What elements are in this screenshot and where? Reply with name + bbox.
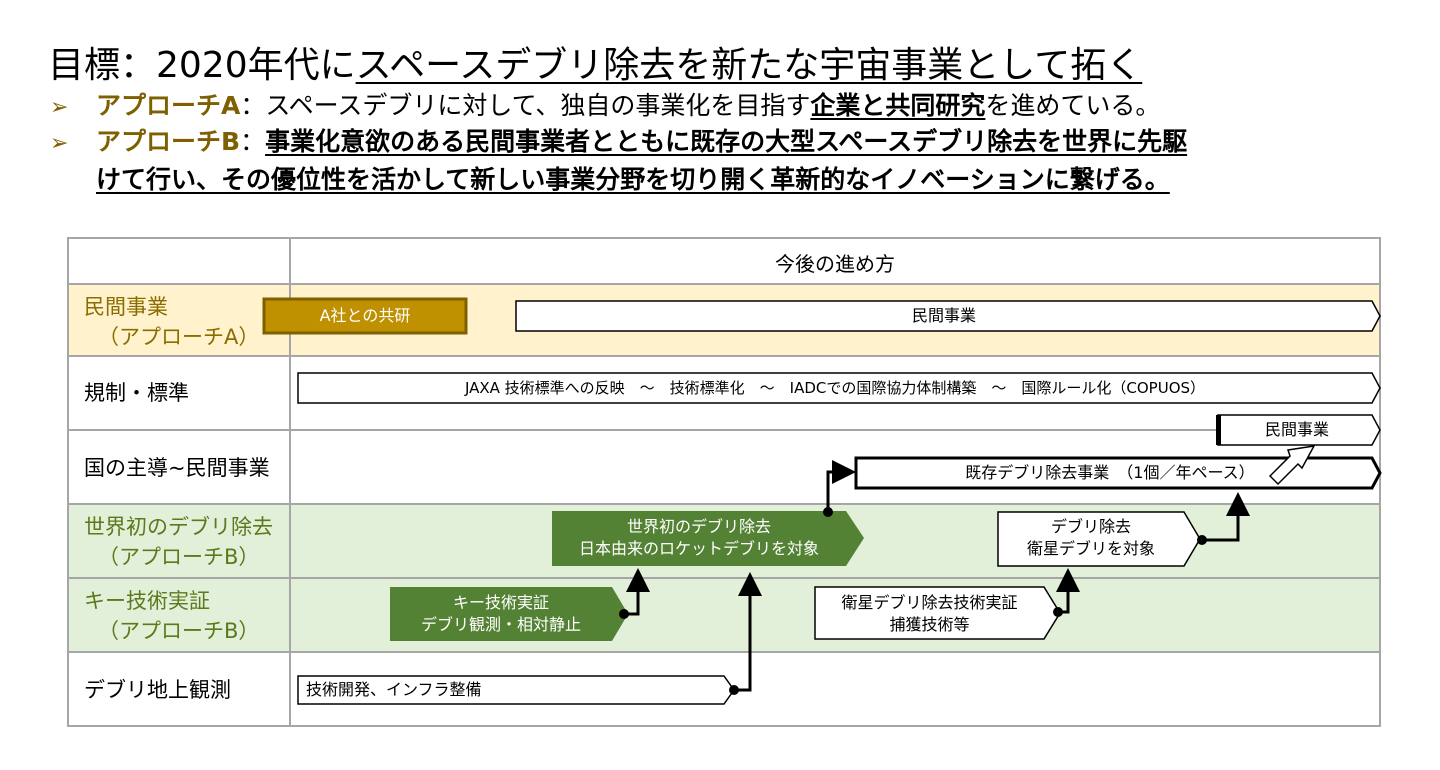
connector-dot — [1053, 607, 1063, 617]
text-world-first: 世界初のデブリ除去 日本由来のロケットデブリを対象 — [578, 517, 819, 558]
row-label-ground-obs: デブリ地上観測 — [84, 678, 231, 702]
approach-b-tag: アプローチB — [96, 127, 241, 156]
hollow-arrow-icon — [1268, 445, 1316, 486]
row-label-private: 民間事業 （アプローチA） — [84, 295, 260, 349]
connector-ground-to-world — [734, 572, 762, 692]
text-existing-removal: 既存デブリ除去事業 （1個／年ペース） — [965, 463, 1255, 482]
connector-removal-to-existing — [1202, 492, 1250, 542]
connector-world-to-existing — [826, 460, 856, 512]
text-ground-obs: 技術開発、インフラ整備 — [306, 680, 482, 699]
connector-sat-to-removal — [1056, 568, 1080, 614]
text-private-business-2: 民間事業 — [1264, 420, 1329, 439]
bullet-approach-b: ➢ アプローチB：事業化意欲のある民間事業者とともに既存の大型スペースデブリ除去を… — [50, 122, 1187, 158]
arrow-regulation — [297, 372, 1381, 404]
approach-b-line1: 事業化意欲のある民間事業者とともに既存の大型スペースデブリ除去を世界に先駆 — [265, 127, 1188, 156]
approach-b-line2: けて行い、その優位性を活かして新しい事業分野を切り開く革新的なイノベーションに繋… — [96, 165, 1170, 194]
text-private-business: 民間事業 — [911, 306, 976, 325]
text-regulation: JAXA 技術標準への反映 ～ 技術標準化 ～ IADCでの国際協力体制構築 ～… — [464, 379, 1206, 397]
page-title: 目標：2020年代にスペースデブリ除去を新たな宇宙事業として拓く — [48, 36, 1142, 88]
arrow-ground-obs — [297, 675, 735, 705]
box-world-first — [552, 511, 864, 566]
approach-a-text1: ：スペースデブリに対して、独自の事業化を目指す — [240, 91, 811, 120]
text-sat-tech: 衛星デブリ除去技術実証 捕獲技術等 — [841, 593, 1018, 634]
connector-dot — [1197, 535, 1207, 545]
title-underlined: スペースデブリ除去を新たな宇宙事業として拓く — [355, 45, 1143, 86]
arrow-bullet-icon: ➢ — [50, 131, 69, 156]
box-a-joint — [262, 297, 468, 335]
connector-dot — [823, 507, 833, 517]
marker-bar — [1216, 415, 1221, 445]
connector-dot — [729, 685, 739, 695]
connector-keytech-to-world — [624, 568, 650, 616]
text-a-joint: A社との共研 — [319, 306, 411, 325]
approach-a-tag: アプローチA — [96, 91, 241, 120]
arrow-bullet-icon: ➢ — [50, 95, 69, 120]
table-header: 今後の進め方 — [775, 252, 895, 276]
arrow-private-business — [515, 300, 1381, 332]
approach-a-bold: 企業と共同研究 — [810, 91, 986, 120]
approach-a-text2: を進めている。 — [985, 91, 1161, 120]
row-label-key-tech: キー技術実証 （アプローチB） — [84, 589, 260, 643]
title-prefix: 目標：2020年代に — [48, 45, 356, 86]
row-label-world-first: 世界初のデブリ除去 （アプローチB） — [84, 515, 273, 569]
row-label-national: 国の主導~民間事業 — [84, 456, 270, 480]
arrow-existing-removal — [854, 456, 1382, 490]
connector-dot — [619, 609, 629, 619]
box-key-tech — [390, 587, 628, 641]
bullet-approach-a: ➢ アプローチA：スペースデブリに対して、独自の事業化を目指す企業と共同研究を進め… — [50, 86, 1160, 122]
box-debris-removal — [997, 511, 1201, 567]
approach-b-colon: ： — [240, 127, 266, 156]
row-label-regulation: 規制・標準 — [84, 381, 189, 405]
box-sat-tech — [814, 586, 1061, 640]
text-debris-removal: デブリ除去 衛星デブリを対象 — [1026, 517, 1155, 558]
text-key-tech: キー技術実証 デブリ観測・相対静止 — [420, 593, 581, 634]
